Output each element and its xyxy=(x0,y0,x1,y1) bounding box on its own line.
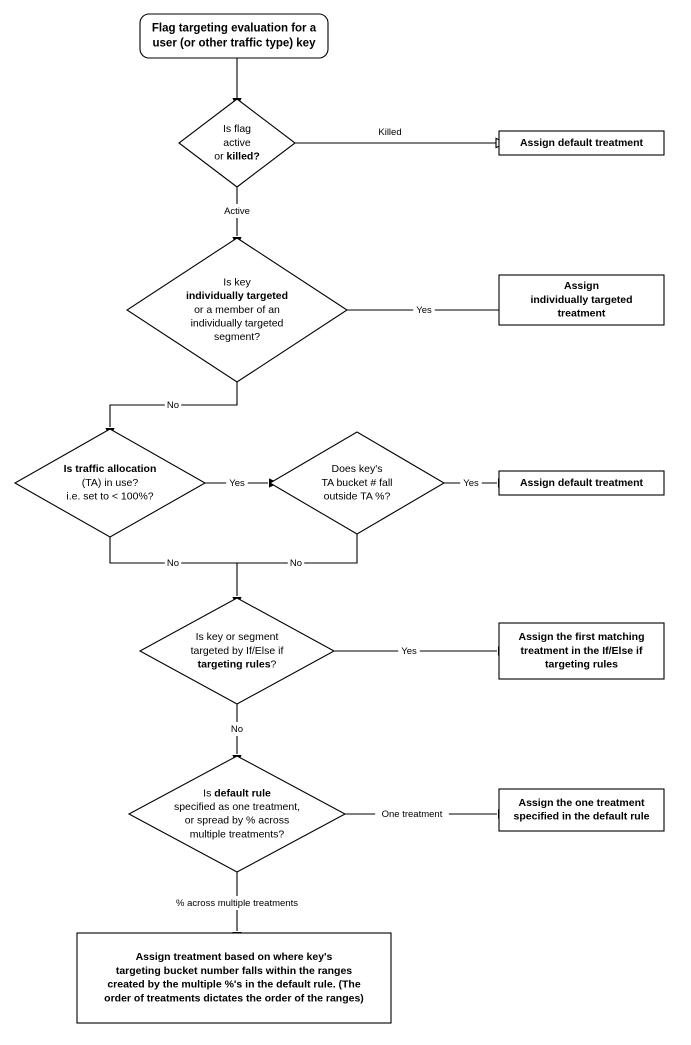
edge-label-text: Yes xyxy=(401,646,417,657)
node-text-line: individually targeted xyxy=(191,317,284,329)
diamond-shape xyxy=(268,431,446,535)
rounded-rect-shape xyxy=(139,13,329,59)
action-assign-default-treatment-killed[interactable]: Assign default treatment xyxy=(498,130,665,156)
diamond-shape xyxy=(13,428,207,538)
decision-default-rule-one-or-percent[interactable]: Is default rule specified as one treatmen… xyxy=(127,755,347,873)
edge-label-text: One treatment xyxy=(382,809,443,820)
edge-label-text: No xyxy=(231,724,243,735)
edge-killed-to-default-treatment xyxy=(295,137,508,149)
edge-yes-to-first-matching-treatment xyxy=(334,646,508,656)
edge-yes-to-default-treatment-ta-label: Yes xyxy=(460,476,482,490)
node-text-line: outside TA %? xyxy=(324,490,391,502)
node-text-line: treatment in the If/Else if xyxy=(521,645,643,657)
edge-label-text: Yes xyxy=(229,478,245,489)
edge-label-text: Active xyxy=(224,206,250,217)
node-text-line: created by the multiple %'s in the defau… xyxy=(107,979,361,991)
node-text-line: targeted by If/Else if xyxy=(191,645,284,657)
node-text-line: i.e. set to < 100%? xyxy=(66,490,153,502)
node-text-line: Is flag xyxy=(223,123,251,135)
node-text-line: Assign treatment based on where key's xyxy=(136,951,333,963)
node-text-line: individually targeted xyxy=(530,294,632,306)
node-text-line: targeting bucket number falls within the… xyxy=(116,965,352,977)
edge-label-text: % across multiple treatments xyxy=(176,898,298,909)
edge-percent-across-multiple-treatments-label: % across multiple treatments xyxy=(161,896,313,910)
node-text-line: targeting rules? xyxy=(198,658,277,670)
diamond-shape xyxy=(138,597,336,705)
rect-shape xyxy=(76,932,392,1024)
node-text-line: Does key's xyxy=(331,463,382,475)
action-assign-default-treatment-ta[interactable]: Assign default treatment xyxy=(498,470,665,496)
node-text-line: Assign the one treatment xyxy=(518,797,645,809)
edge-label-text: Yes xyxy=(463,478,479,489)
node-text-line: targeting rules xyxy=(545,658,618,670)
diamond-shape xyxy=(127,755,347,873)
nodes-layer: Flag targeting evaluation for a user (or … xyxy=(13,13,665,1024)
edge-no-to-default-rule-label: No xyxy=(228,722,246,736)
edge-active-to-individually-targeted-label: Active xyxy=(218,204,256,218)
rect-shape xyxy=(498,274,665,326)
node-text-line: user (or other traffic type) key xyxy=(153,37,317,49)
rect-shape xyxy=(498,622,665,680)
edge-no-ta-bucket-to-ifelse xyxy=(237,534,358,564)
edge-yes-to-first-matching-treatment-label: Yes xyxy=(398,644,420,658)
node-text-line: TA bucket # fall xyxy=(321,477,392,489)
node-text-line: or killed? xyxy=(214,150,260,162)
action-assign-first-matching-treatment[interactable]: Assign the first matching treatment in th… xyxy=(498,622,665,680)
node-text-line: Assign default treatment xyxy=(520,137,644,149)
node-text-line: Assign default treatment xyxy=(520,477,644,489)
edge-no-traffic-allocation-to-ifelse-label: No xyxy=(164,556,182,570)
node-text-line: treatment xyxy=(558,307,606,319)
node-text-line: Is key or segment xyxy=(196,631,279,643)
edge-label-text: Yes xyxy=(416,305,432,316)
edge-yes-to-individually-targeted-treatment-label: Yes xyxy=(413,303,435,317)
rect-shape xyxy=(498,470,665,496)
edge-label-text: No xyxy=(290,558,302,569)
node-text-line: or spread by % across xyxy=(185,815,289,827)
decision-traffic-allocation-in-use[interactable]: Is traffic allocation (TA) in use?i.e. se… xyxy=(13,428,207,538)
start-node[interactable]: Flag targeting evaluation for a user (or … xyxy=(139,13,329,59)
node-text-line: active xyxy=(223,137,251,149)
edge-label-text: Killed xyxy=(378,127,401,138)
node-text-line: specified as one treatment, xyxy=(174,801,300,813)
edge-label-text: No xyxy=(167,400,179,411)
node-text-line: individually targeted xyxy=(186,290,288,302)
node-text-line: order of treatments dictates the order o… xyxy=(104,992,364,1004)
action-assign-one-treatment-default-rule[interactable]: Assign the one treatment specified in the… xyxy=(498,788,665,832)
node-text-line: or a member of an xyxy=(194,304,280,316)
node-text-line: Flag targeting evaluation for a xyxy=(152,23,317,35)
edge-no-ta-bucket-to-ifelse-label: No xyxy=(287,556,305,570)
diamond-shape xyxy=(178,98,296,188)
edge-no-traffic-allocation-to-ifelse xyxy=(109,537,242,607)
node-text-line: Assign xyxy=(564,280,599,292)
node-text-line: Is default rule xyxy=(203,787,271,799)
node-text-line: multiple treatments? xyxy=(190,828,285,840)
node-text-line: Is traffic allocation xyxy=(64,463,157,475)
decision-if-else-targeting-rules[interactable]: Is key or segment targeted by If/Else ift… xyxy=(138,597,336,705)
action-assign-treatment-by-bucket-ranges[interactable]: Assign treatment based on where key's tar… xyxy=(76,932,392,1024)
rect-shape xyxy=(498,788,665,832)
edge-killed-to-default-treatment-label: Killed xyxy=(371,125,409,139)
edge-no-to-traffic-allocation-label: No xyxy=(164,398,182,412)
edge-one-treatment-to-assign-one-label: One treatment xyxy=(375,807,449,821)
node-text-line: segment? xyxy=(214,331,260,343)
edge-label-text: No xyxy=(167,558,179,569)
edge-yes-to-ta-bucket-check-label: Yes xyxy=(226,476,248,490)
node-text-line: (TA) in use? xyxy=(82,477,139,489)
node-text-line: Is key xyxy=(223,276,251,288)
rect-shape xyxy=(498,130,665,156)
node-text-line: Assign the first matching xyxy=(518,631,644,643)
diamond-shape xyxy=(125,237,349,383)
node-text-line: specified in the default rule xyxy=(514,811,650,823)
